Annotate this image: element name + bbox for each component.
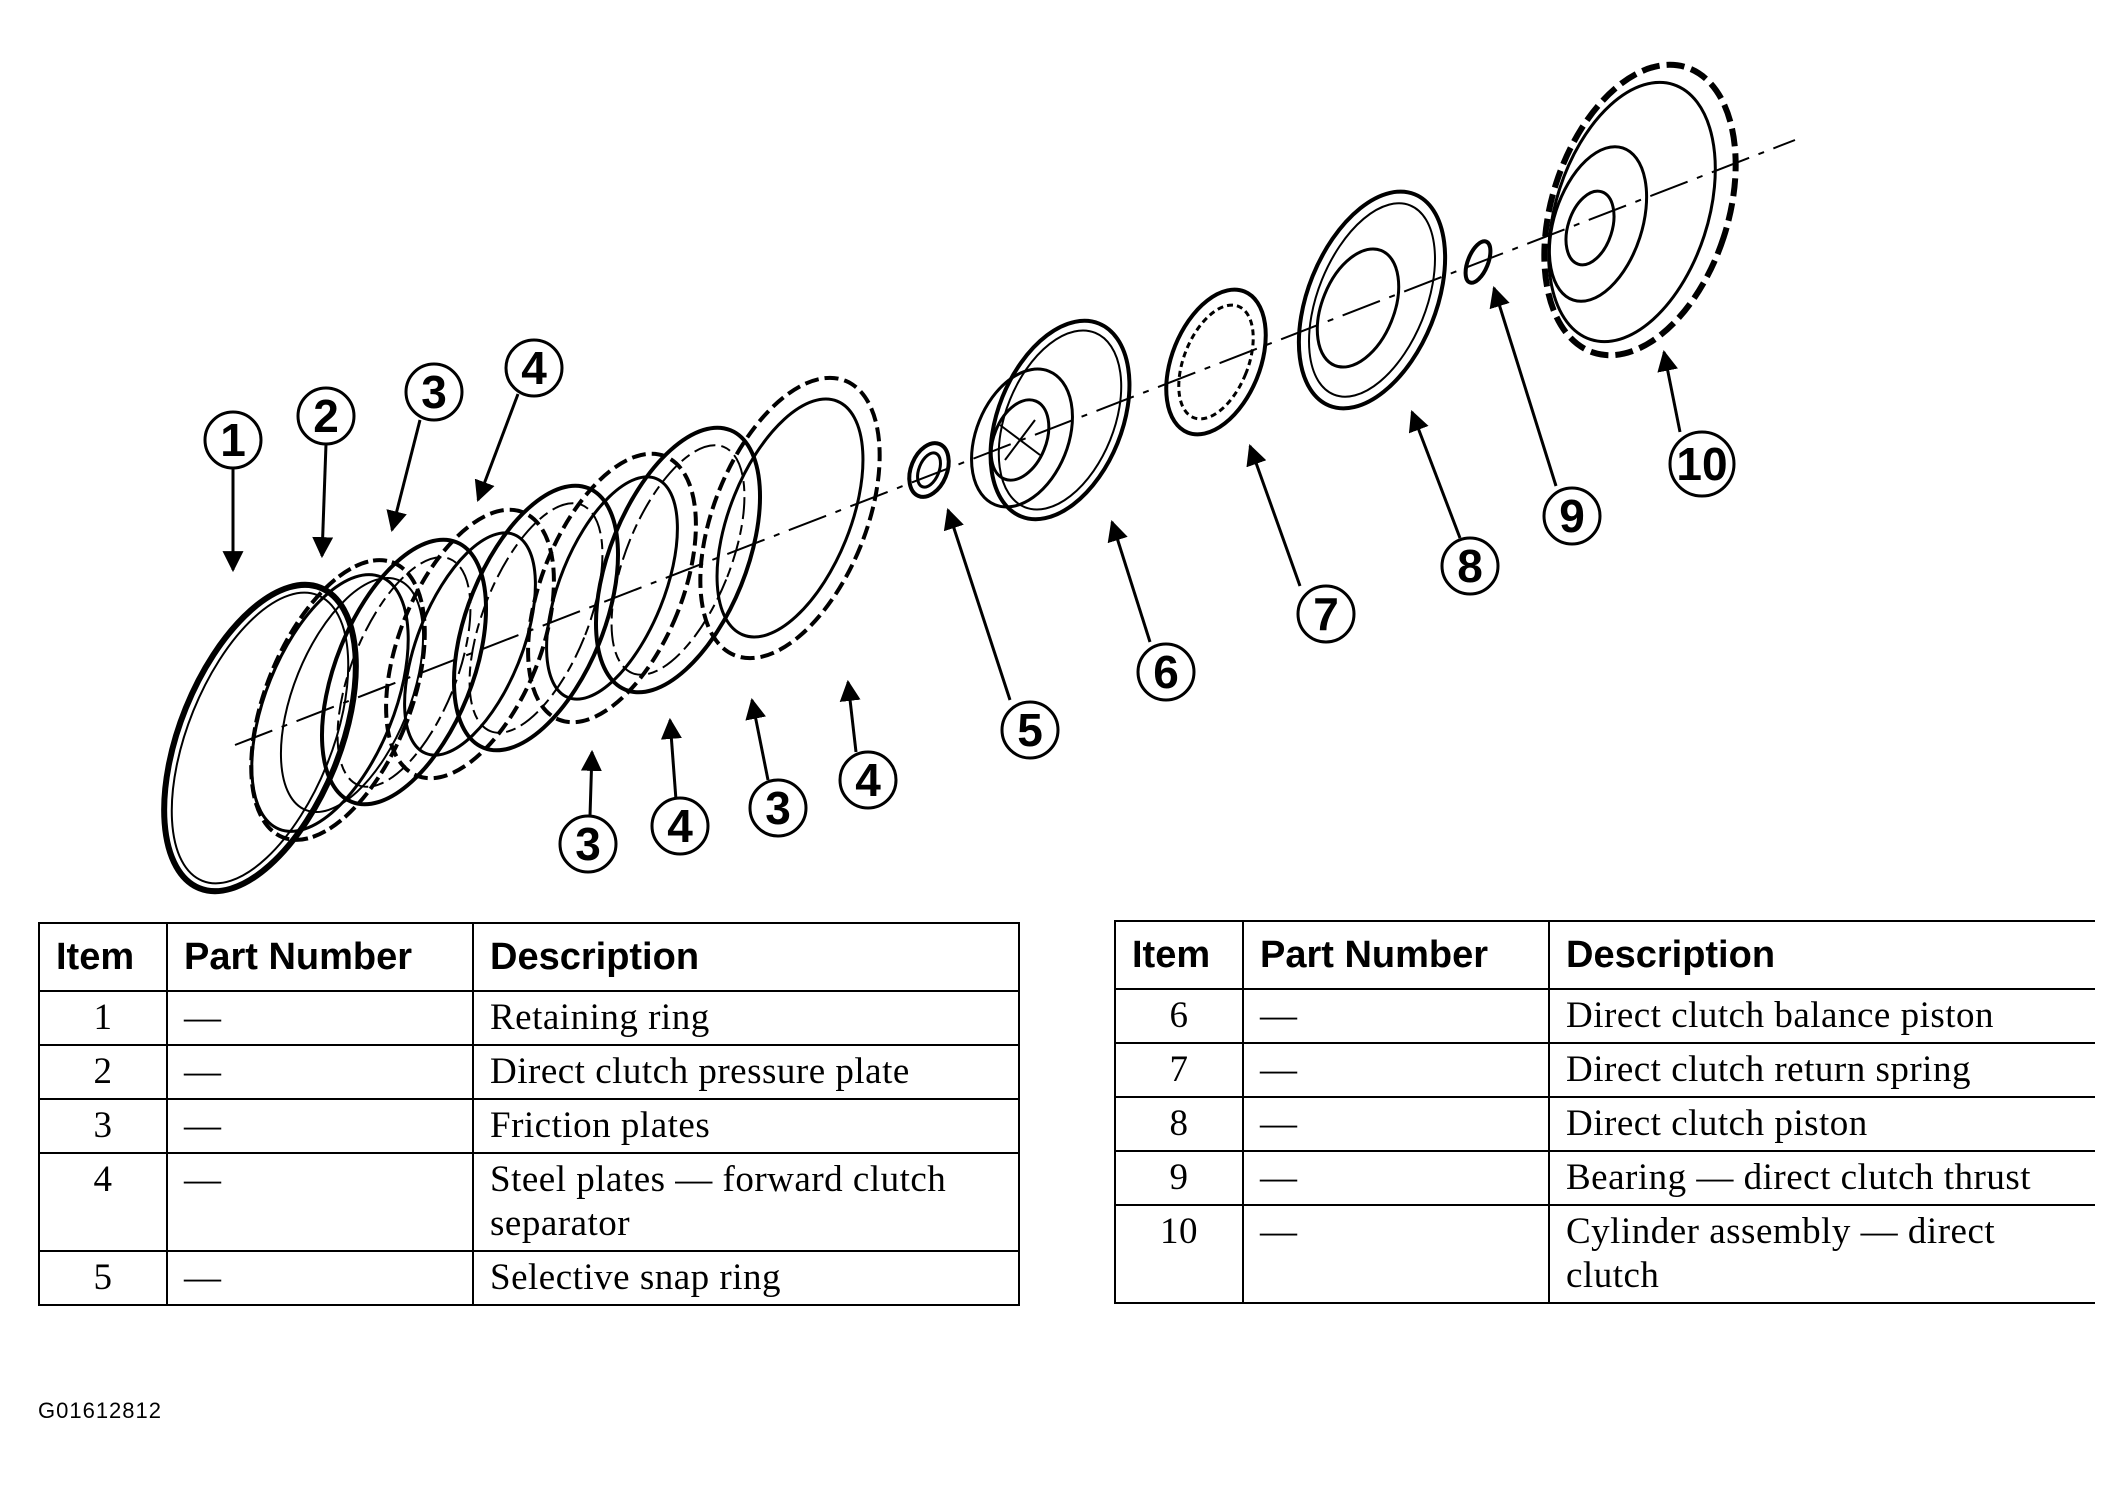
item-cell: 7 <box>1114 1042 1244 1098</box>
table-row: 1 — Retaining ring <box>38 990 1020 1046</box>
parts-table-right: Item Part Number Description 6 — Direct … <box>1114 920 2095 1304</box>
piston-part <box>1296 189 1448 411</box>
description-cell: Retaining ring <box>472 990 1020 1046</box>
description-cell: Direct clutch pressure plate <box>472 1044 1020 1100</box>
table-row: 3 — Friction plates <box>38 1098 1020 1154</box>
callout-10: 10 <box>1668 430 1736 498</box>
table-row: 8 — Direct clutch piston <box>1114 1096 2095 1152</box>
steel-plate-part <box>526 451 698 725</box>
item-cell: 5 <box>38 1250 168 1306</box>
table-row: 5 — Selective snap ring <box>38 1250 1020 1306</box>
description-cell: Direct clutch piston <box>1548 1096 2095 1152</box>
return-spring-part <box>1164 287 1268 437</box>
item-cell: 3 <box>38 1098 168 1154</box>
part-number-cell: — <box>1242 1042 1550 1098</box>
item-cell: 4 <box>38 1152 168 1252</box>
parts-table-left: Item Part Number Description 1 — Retaini… <box>38 922 1020 1306</box>
part-number-cell: — <box>166 1152 474 1252</box>
table-row: 6 — Direct clutch balance piston <box>1114 988 2095 1044</box>
pressure-plate-part <box>249 558 427 842</box>
header-description: Description <box>472 922 1020 992</box>
part-number-cell: — <box>1242 1096 1550 1152</box>
svg-text:1: 1 <box>220 414 246 466</box>
table-header-row: Item Part Number Description <box>38 922 1020 992</box>
snap-ring-part <box>907 441 951 499</box>
svg-text:4: 4 <box>667 800 693 852</box>
thrust-bearing-part <box>1463 239 1493 285</box>
svg-text:2: 2 <box>313 390 339 442</box>
callout-3: 3 <box>404 362 464 422</box>
item-cell: 8 <box>1114 1096 1244 1152</box>
part-number-cell: — <box>166 990 474 1046</box>
svg-text:6: 6 <box>1153 646 1179 698</box>
callout-3: 3 <box>748 778 808 838</box>
header-item: Item <box>38 922 168 992</box>
svg-text:10: 10 <box>1676 438 1727 490</box>
svg-text:9: 9 <box>1559 490 1585 542</box>
description-cell: Steel plates — forward clutch separator <box>472 1152 1020 1252</box>
balance-piston-part <box>970 318 1132 522</box>
friction-plate-part <box>593 425 763 695</box>
callout-7: 7 <box>1296 584 1356 644</box>
table-row: 2 — Direct clutch pressure plate <box>38 1044 1020 1100</box>
retaining-ring-part <box>161 581 359 895</box>
callout-4: 4 <box>650 796 710 856</box>
item-cell: 1 <box>38 990 168 1046</box>
part-number-cell: — <box>1242 988 1550 1044</box>
svg-text:5: 5 <box>1017 704 1043 756</box>
svg-text:4: 4 <box>521 342 547 394</box>
description-cell: Friction plates <box>472 1098 1020 1154</box>
svg-text:3: 3 <box>765 782 791 834</box>
table-row: 7 — Direct clutch return spring <box>1114 1042 2095 1098</box>
svg-text:8: 8 <box>1457 540 1483 592</box>
header-description: Description <box>1548 920 2095 990</box>
item-cell: 9 <box>1114 1150 1244 1206</box>
part-number-cell: — <box>166 1044 474 1100</box>
part-number-cell: — <box>166 1098 474 1154</box>
friction-plate-part <box>319 537 489 807</box>
part-number-cell: — <box>1242 1204 1550 1304</box>
header-item: Item <box>1114 920 1244 990</box>
svg-text:4: 4 <box>855 754 881 806</box>
callout-1: 1 <box>203 410 263 470</box>
callout-8: 8 <box>1440 536 1500 596</box>
table-row: 10 — Cylinder assembly — direct clutch <box>1114 1204 2095 1304</box>
part-number-cell: — <box>166 1250 474 1306</box>
description-cell: Selective snap ring <box>472 1250 1020 1306</box>
item-cell: 6 <box>1114 988 1244 1044</box>
cylinder-assembly-part <box>1541 61 1739 359</box>
callout-5: 5 <box>1000 700 1060 760</box>
header-part-number: Part Number <box>166 922 474 992</box>
figure-id: G01612812 <box>38 1398 162 1423</box>
callout-2: 2 <box>296 386 356 446</box>
part-number-cell: — <box>1242 1150 1550 1206</box>
svg-text:3: 3 <box>421 366 447 418</box>
center-axis-line <box>234 139 1796 746</box>
table-row: 9 — Bearing — direct clutch thrust <box>1114 1150 2095 1206</box>
table-header-row: Item Part Number Description <box>1114 920 2095 990</box>
exploded-clutch-diagram: 1 2 3 4 3 4 3 4 5 6 7 8 9 10 <box>161 61 1796 895</box>
description-cell: Direct clutch return spring <box>1548 1042 2095 1098</box>
item-cell: 2 <box>38 1044 168 1100</box>
description-cell: Cylinder assembly — direct clutch <box>1548 1204 2095 1304</box>
callout-9: 9 <box>1542 486 1602 546</box>
svg-text:3: 3 <box>575 818 601 870</box>
callout-6: 6 <box>1136 642 1196 702</box>
steel-plate-part <box>698 375 882 661</box>
table-row: 4 — Steel plates — forward clutch separa… <box>38 1152 1020 1252</box>
header-part-number: Part Number <box>1242 920 1550 990</box>
item-cell: 10 <box>1114 1204 1244 1304</box>
callout-4: 4 <box>504 338 564 398</box>
svg-text:7: 7 <box>1313 588 1339 640</box>
description-cell: Bearing — direct clutch thrust <box>1548 1150 2095 1206</box>
callout-arrows <box>222 285 1682 817</box>
description-cell: Direct clutch balance piston <box>1548 988 2095 1044</box>
callout-3: 3 <box>558 814 618 874</box>
callout-4: 4 <box>838 750 898 810</box>
